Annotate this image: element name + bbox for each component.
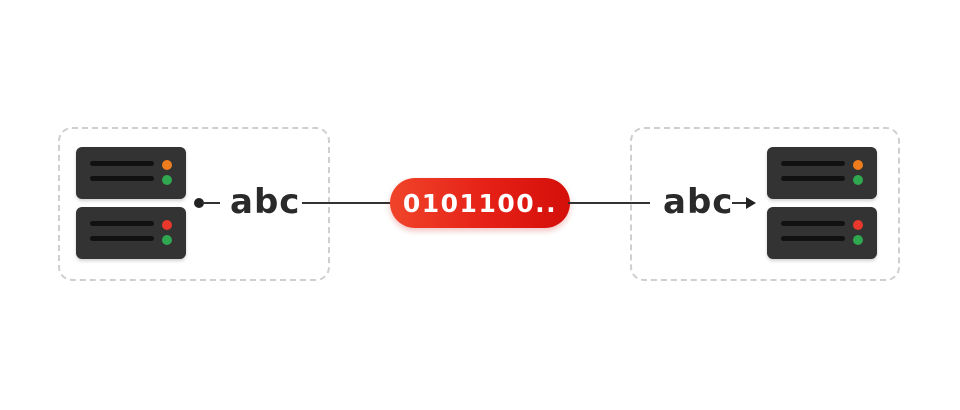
server-slot <box>781 176 845 181</box>
status-led-red <box>853 220 863 230</box>
server-slot <box>781 221 845 226</box>
status-led-orange <box>162 160 172 170</box>
transmission-line-left <box>302 202 392 204</box>
status-led-red <box>162 220 172 230</box>
server-slot <box>781 236 845 241</box>
status-led-green <box>853 235 863 245</box>
server-icon <box>76 147 186 199</box>
server-slot <box>90 236 154 241</box>
server-slot <box>90 161 154 166</box>
receiver-group <box>630 127 900 281</box>
server-slot <box>90 176 154 181</box>
connector-line <box>732 202 748 204</box>
server-icon <box>76 207 186 259</box>
encoded-data-pill: 0101100.. <box>390 178 570 228</box>
receiver-label: abc <box>663 182 734 222</box>
status-led-orange <box>853 160 863 170</box>
status-led-green <box>853 175 863 185</box>
arrow-right-icon <box>746 197 756 209</box>
encoded-data-text: 0101100.. <box>402 188 558 218</box>
connector-line <box>202 202 220 204</box>
server-icon <box>767 147 877 199</box>
dot-icon <box>194 198 204 208</box>
server-icon <box>767 207 877 259</box>
server-slot <box>781 161 845 166</box>
server-slot <box>90 221 154 226</box>
sender-group <box>58 127 330 281</box>
transmission-line-right <box>568 202 650 204</box>
sender-label: abc <box>230 182 301 222</box>
status-led-green <box>162 175 172 185</box>
status-led-green <box>162 235 172 245</box>
